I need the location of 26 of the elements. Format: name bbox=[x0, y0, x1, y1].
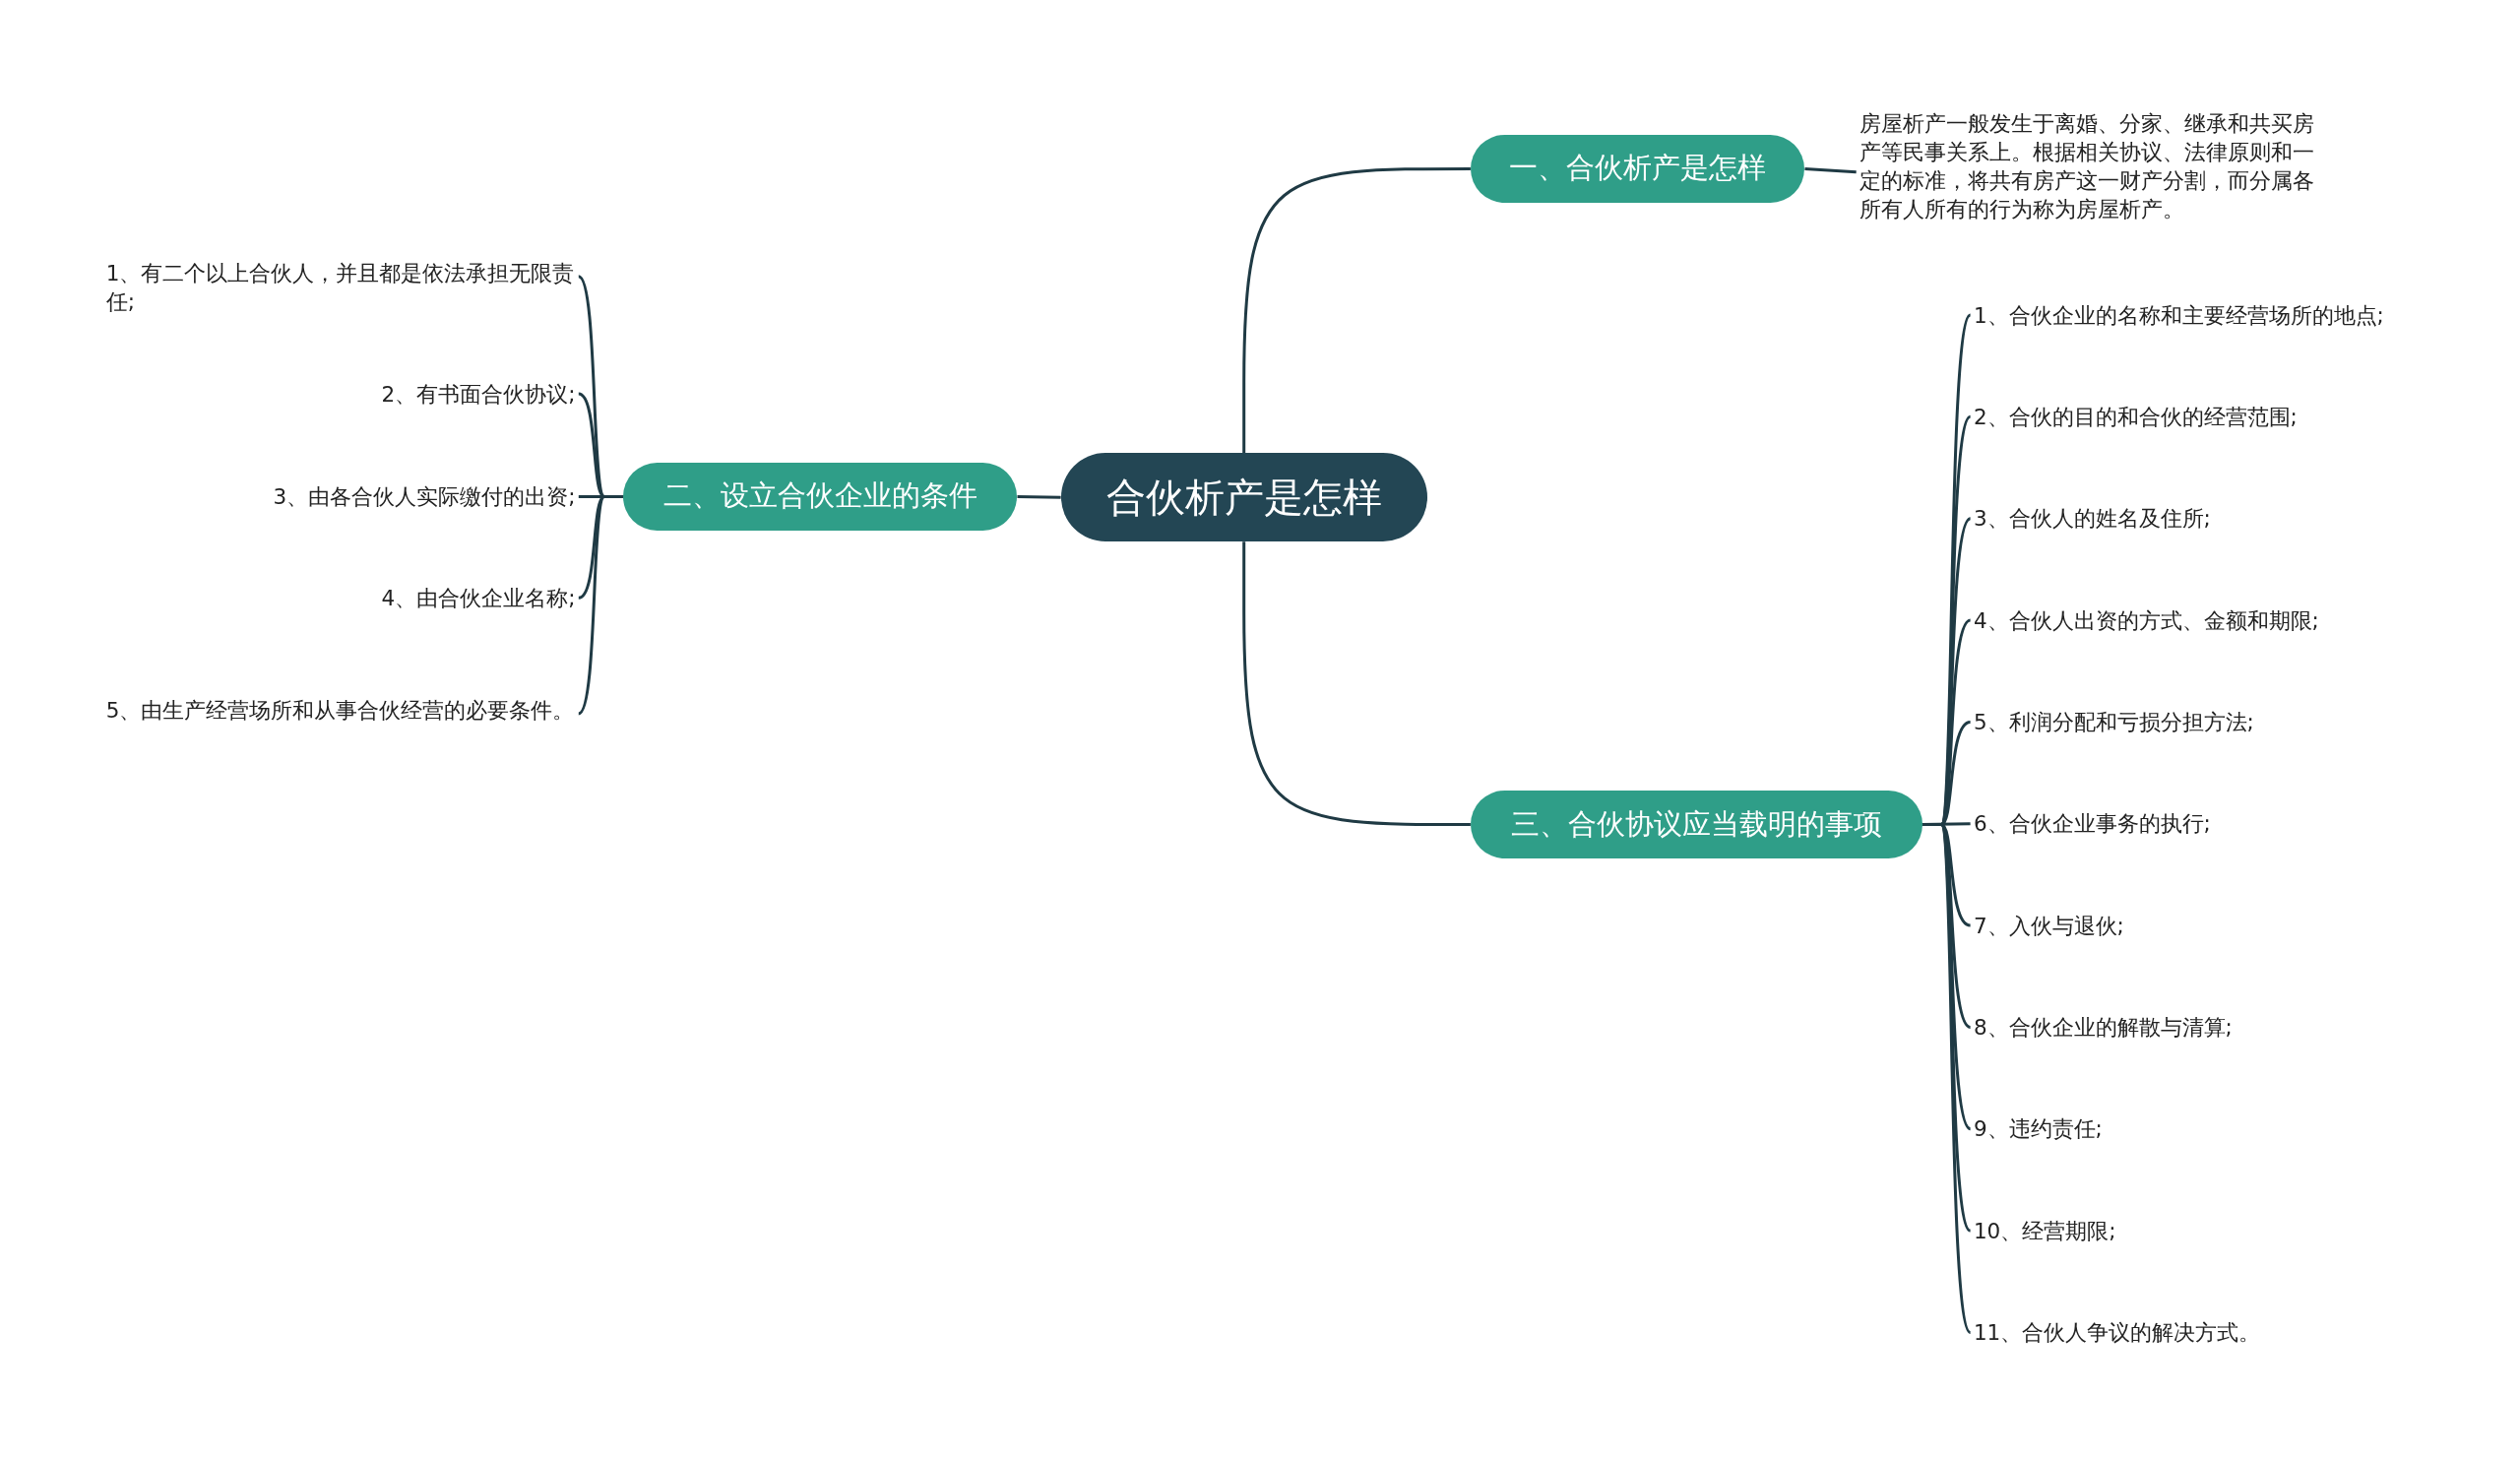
leaf-text: 2、有书面合伙协议; bbox=[381, 379, 576, 409]
leaf-text: 4、合伙人出资的方式、金额和期限; bbox=[1973, 605, 2319, 635]
leaf-text: 5、由生产经营场所和从事合伙经营的必要条件。 bbox=[105, 695, 576, 725]
leaf-text: 10、经营期限; bbox=[1973, 1216, 2116, 1245]
connector-line bbox=[1804, 166, 1857, 174]
leaf-text: 9、违约责任; bbox=[1973, 1114, 2103, 1144]
topic-box: 一、合伙析产是怎样 bbox=[1470, 135, 1805, 203]
central-topic-box: 合伙析产是怎样 bbox=[1060, 453, 1427, 542]
leaf-text: 1、合伙企业的名称和主要经营场所的地点; bbox=[1973, 300, 2384, 330]
topic-box: 三、合伙协议应当载明的事项 bbox=[1470, 791, 1922, 858]
leaf-text: 8、合伙企业的解散与清算; bbox=[1973, 1012, 2233, 1042]
leaf-text: 7、入伙与退伙; bbox=[1973, 911, 2124, 940]
leaf-text: 11、合伙人争议的解决方式。 bbox=[1973, 1317, 2261, 1347]
leaf-text: 3、合伙人的姓名及住所; bbox=[1973, 504, 2211, 534]
description-text: 房屋析产一般发生于离婚、分家、继承和共买房产等民事关系上。根据相关协议、法律原则和一定的标准，将共有房产这一财产分割，而分属各所有人所有的行为称为房屋析产。 bbox=[1858, 109, 2329, 223]
leaf-text: 3、由各合伙人实际缴付的出资; bbox=[273, 482, 576, 511]
leaf-text: 6、合伙企业事务的执行; bbox=[1973, 809, 2211, 839]
connector-line bbox=[1242, 541, 1471, 827]
leaf-text: 2、合伙的目的和合伙的经营范围; bbox=[1973, 402, 2298, 431]
leaf-text: 5、利润分配和亏损分担方法; bbox=[1973, 707, 2254, 736]
leaf-text: 4、由合伙企业名称; bbox=[381, 583, 576, 612]
connector-line bbox=[577, 495, 624, 715]
topic-box: 二、设立合伙企业的条件 bbox=[623, 463, 1018, 531]
connector-line bbox=[1242, 166, 1471, 454]
connector-line bbox=[1017, 495, 1061, 499]
leaf-text: 1、有二个以上合伙人，并且都是依法承担无限责任; bbox=[105, 258, 576, 316]
